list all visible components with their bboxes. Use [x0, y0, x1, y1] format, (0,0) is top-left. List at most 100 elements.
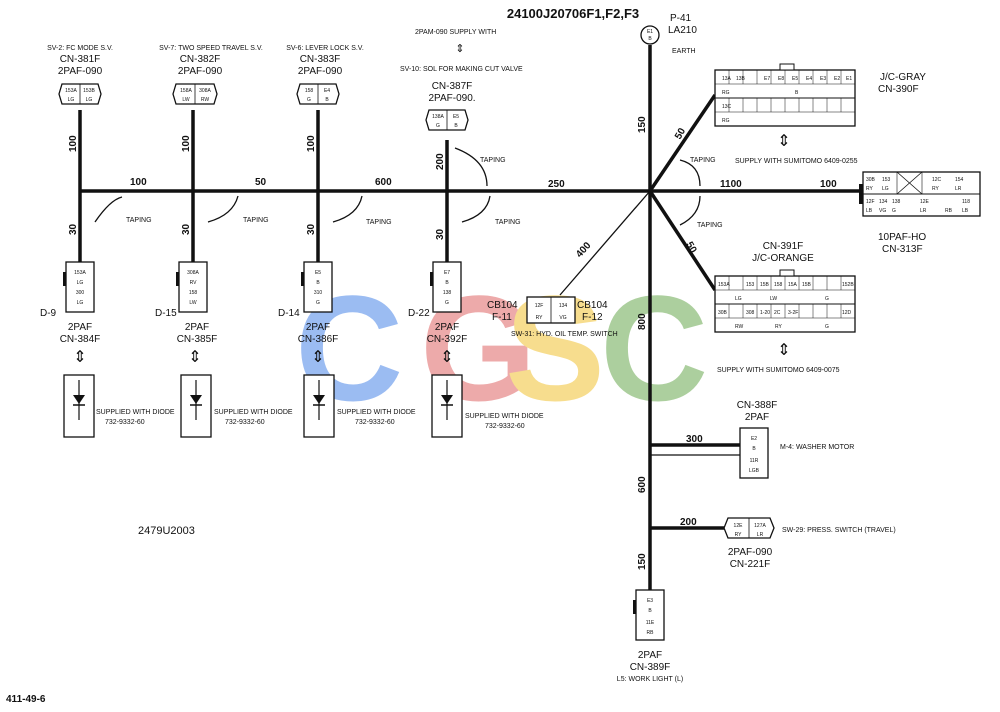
svg-text:B: B	[316, 280, 320, 286]
work-light-label: L5: WORK LIGHT (L)	[617, 676, 683, 683]
earth-terminal: E1 B P-41 LA210 EARTH	[640, 13, 697, 55]
connector-pin: E5	[453, 114, 459, 120]
svg-text:1-20: 1-20	[760, 310, 770, 316]
svg-text:E8: E8	[778, 76, 784, 82]
earth-code: LA210	[668, 25, 697, 36]
svg-text:308: 308	[746, 310, 755, 316]
washer-motor-connector: CN-388F 2PAF E2 B 11R LGB M-4: WASHER MO…	[737, 400, 854, 479]
jc-orange-supply: SUPPLY WITH SUMITOMO 6409-0075	[717, 367, 840, 374]
svg-text:RW: RW	[735, 324, 744, 330]
trunk-length-label: 100	[130, 177, 147, 188]
connector-type: 2PAF	[435, 322, 459, 333]
svg-text:LG: LG	[77, 280, 84, 286]
connector-pin-color: G	[436, 123, 440, 129]
connector-type: 2PAF	[68, 322, 92, 333]
svg-text:RY: RY	[735, 532, 743, 538]
svg-text:153A: 153A	[718, 282, 730, 288]
taping-marks: TAPING TAPING TAPING TAPING TAPING TAPIN…	[94, 147, 723, 229]
connector-pin-color: LW	[182, 97, 189, 103]
svg-text:RV: RV	[190, 280, 198, 286]
connector-type: 2PAF-090.	[428, 93, 475, 104]
jc-orange-cn: CN-391F	[763, 241, 804, 252]
svg-text:LR: LR	[955, 186, 962, 192]
top-connector-cn387f: CN-387F 2PAF-090. 138A E5 G B 200	[425, 81, 476, 170]
connector-description: SV-7: TWO SPEED TRAVEL S.V.	[159, 45, 263, 52]
cb104-switch-label: SW-31: HYD. OIL TEMP. SWITCH	[511, 331, 618, 338]
diode-symbol-icon	[313, 395, 325, 404]
svg-text:VG: VG	[559, 315, 566, 321]
diode-note: SUPPLIED WITH DIODE	[337, 409, 416, 416]
pressure-type: 2PAF-090	[728, 547, 773, 558]
connector-pin-color: G	[307, 97, 311, 103]
cb104-connector: CB104 F-11 CB104 F-12 12F 134 RY VG SW-3…	[487, 296, 618, 338]
svg-text:RY: RY	[932, 186, 940, 192]
svg-text:LW: LW	[189, 300, 196, 306]
double-arrow-icon: ⇕	[440, 349, 453, 366]
svg-text:G: G	[316, 300, 320, 306]
branch-wire-length: 30	[181, 223, 192, 235]
taping-label: TAPING	[495, 219, 521, 226]
connector-type: 2PAF-090	[58, 66, 103, 77]
connector-pin-color: RW	[201, 97, 210, 103]
work-light-length-label: 150	[637, 553, 648, 570]
connector-wire-length: 100	[68, 135, 79, 152]
connector-cn: CN-384F	[60, 334, 101, 345]
svg-text:LB: LB	[962, 208, 969, 214]
washer-type: 2PAF	[745, 412, 769, 423]
svg-text:E5: E5	[315, 270, 321, 276]
svg-text:E7: E7	[444, 270, 450, 276]
svg-text:158: 158	[189, 290, 198, 296]
double-arrow-icon: ⇕	[188, 349, 201, 366]
cb104-right-sub: F-12	[582, 312, 603, 323]
connector-cn: CN-385F	[177, 334, 218, 345]
svg-text:LGB: LGB	[749, 468, 760, 474]
svg-text:134: 134	[559, 303, 568, 309]
connector-pin-color: LG	[86, 97, 93, 103]
trunk-length-label: 600	[375, 177, 392, 188]
jc-orange-length-label: 50	[683, 240, 698, 256]
svg-text:G: G	[445, 300, 449, 306]
diode-part: 732-9332-60	[225, 419, 265, 426]
svg-text:RG: RG	[722, 118, 730, 124]
connector-cn: CN-381F	[60, 54, 101, 65]
diode-part: 732-9332-60	[485, 423, 525, 430]
top-connector-sv6: SV-6: LEVER LOCK S.V. CN-383F 2PAF-090 1…	[286, 45, 364, 152]
watermark-letter-3: S	[505, 264, 605, 432]
watermark-letter-4: C	[600, 264, 708, 432]
svg-text:138: 138	[892, 199, 901, 205]
svg-text:11R: 11R	[750, 458, 759, 464]
diode-symbol-icon	[73, 395, 85, 404]
harness-trunk	[78, 45, 860, 590]
connector-housing-icon	[65, 261, 95, 313]
connector-type: 2PAF	[306, 322, 330, 333]
svg-text:12E: 12E	[920, 199, 930, 205]
svg-text:308A: 308A	[187, 270, 199, 276]
hd-connector-cn: CN-313F	[882, 244, 923, 255]
connector-description: SV-2: FC MODE S.V.	[47, 45, 113, 52]
svg-text:30B: 30B	[718, 310, 728, 316]
svg-text:15B: 15B	[802, 282, 812, 288]
hd-connector-type: 10PAF-HO	[878, 232, 926, 243]
trunk-length-label: 50	[255, 177, 267, 188]
washer-length-label: 300	[686, 434, 703, 445]
pressure-label: SW-29: PRESS. SWITCH (TRAVEL)	[782, 527, 896, 534]
jc-orange-connector: CN-391F J/C-ORANGE 153A 153 15B 158 15A …	[714, 241, 856, 374]
svg-text:158: 158	[774, 282, 783, 288]
connector-type: 2PAF-090	[178, 66, 223, 77]
vertical-length-label: 600	[637, 476, 648, 493]
jc-gray-supply: SUPPLY WITH SUMITOMO 6409-0255	[735, 158, 858, 165]
svg-text:15B: 15B	[760, 282, 770, 288]
svg-text:154: 154	[955, 177, 964, 183]
svg-text:12F: 12F	[535, 303, 544, 309]
top-connector-sv2: SV-2: FC MODE S.V. CN-381F 2PAF-090 153A…	[47, 45, 113, 152]
pressure-switch-connector: 12E 127A RY LR SW-29: PRESS. SWITCH (TRA…	[723, 517, 896, 570]
svg-text:138: 138	[443, 290, 452, 296]
svg-text:153A: 153A	[74, 270, 86, 276]
washer-label: M-4: WASHER MOTOR	[780, 444, 854, 451]
svg-text:B: B	[752, 446, 756, 452]
svg-text:RG: RG	[722, 90, 730, 96]
svg-text:B: B	[795, 90, 799, 96]
connector-pin-color: LG	[68, 97, 75, 103]
diode-part: 732-9332-60	[355, 419, 395, 426]
diode-branch-d15: 30 308A RV 158 LW D-15 2PAF CN-385F ⇕ SU…	[155, 223, 293, 438]
